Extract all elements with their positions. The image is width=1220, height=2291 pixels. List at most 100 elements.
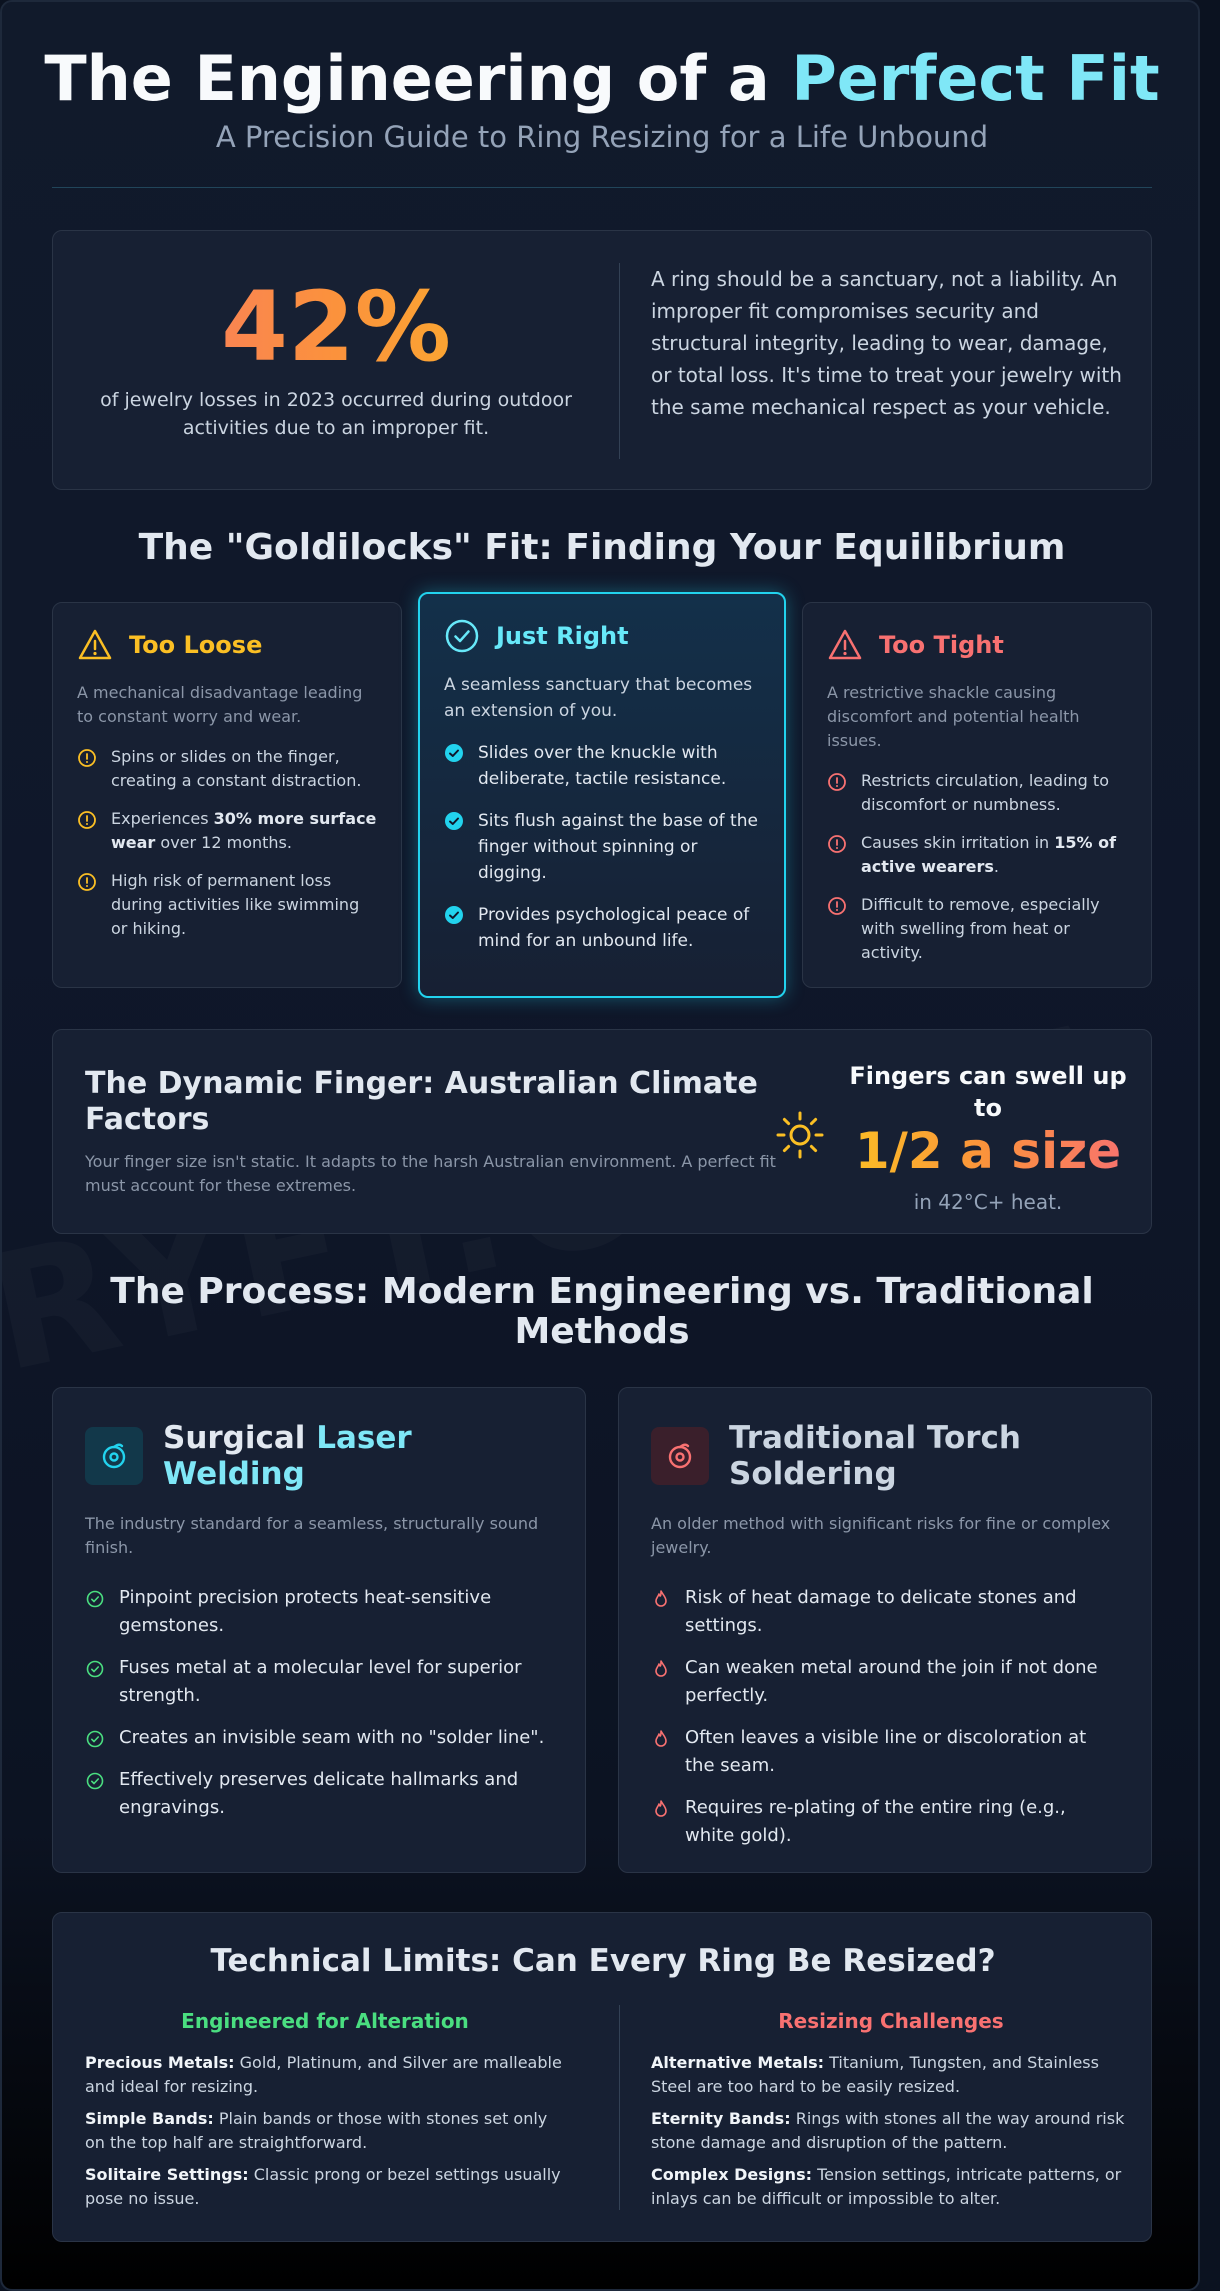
list-item-text: . xyxy=(993,857,999,876)
list-item-text: Sits flush against the base of the finge… xyxy=(478,811,758,883)
method-title-accent: Laser Welding xyxy=(163,1420,412,1492)
flame-icon xyxy=(655,1800,667,1817)
stat-divider xyxy=(619,263,620,459)
method-title-prefix: Surgical xyxy=(163,1420,317,1456)
list-item-text: Causes skin irritation in xyxy=(861,833,1055,852)
climate-panel: The Dynamic Finger: Australian Climate F… xyxy=(52,1029,1152,1234)
list-item: Often leaves a visible line or discolora… xyxy=(651,1724,1119,1780)
alert-circle-icon xyxy=(828,835,846,853)
list-item-text: over 12 months. xyxy=(155,833,292,852)
flame-icon xyxy=(655,1730,667,1747)
title-main: The Engineering of a xyxy=(44,42,792,115)
fit-card-label: Too Loose xyxy=(129,631,263,659)
list-item: Can weaken metal around the join if not … xyxy=(651,1654,1119,1710)
list-item-text: Often leaves a visible line or discolora… xyxy=(685,1727,1087,1776)
flame-icon xyxy=(655,1590,667,1607)
check-circle-filled-icon xyxy=(445,906,463,924)
limits-term: Solitaire Settings: xyxy=(85,2165,249,2184)
limits-row: Solitaire Settings: Classic prong or bez… xyxy=(85,2163,565,2211)
method-title: Surgical Laser Welding xyxy=(163,1420,553,1492)
laser-icon-tile xyxy=(85,1427,143,1485)
list-item: Provides psychological peace of mind for… xyxy=(444,902,760,954)
alert-circle-icon xyxy=(78,749,96,767)
title-accent: Perfect Fit xyxy=(791,42,1160,115)
limits-term: Eternity Bands: xyxy=(651,2109,791,2128)
method-description: An older method with significant risks f… xyxy=(651,1514,1111,1557)
list-item-text: Requires re-plating of the entire ring (… xyxy=(685,1797,1066,1846)
list-item: Experiences 30% more surface wear over 1… xyxy=(77,807,377,855)
alert-circle-icon xyxy=(828,897,846,915)
check-circle-icon xyxy=(86,1730,104,1748)
alert-circle-icon xyxy=(78,873,96,891)
limits-panel: Technical Limits: Can Every Ring Be Resi… xyxy=(52,1912,1152,2242)
swell-label: Fingers can swell up to xyxy=(849,1062,1127,1122)
fit-card-just-right: Just Right A seamless sanctuary that bec… xyxy=(418,592,786,998)
flame-icon xyxy=(655,1660,667,1677)
process-title: The Process: Modern Engineering vs. Trad… xyxy=(110,1271,1094,1352)
list-item: Sits flush against the base of the finge… xyxy=(444,808,760,886)
list-item-text: Fuses metal at a molecular level for sup… xyxy=(119,1657,522,1706)
limits-column-challenges: Resizing Challenges Alternative Metals: … xyxy=(651,2009,1131,2219)
check-circle-filled-icon xyxy=(445,812,463,830)
fit-card-description: A seamless sanctuary that becomes an ext… xyxy=(444,675,753,721)
stat-value: 42% xyxy=(53,271,619,383)
fit-card-description: A mechanical disadvantage leading to con… xyxy=(77,683,363,726)
list-item: Difficult to remove, especially with swe… xyxy=(827,893,1127,965)
list-item-text: Difficult to remove, especially with swe… xyxy=(861,895,1100,962)
list-item-text: Creates an invisible seam with no "solde… xyxy=(119,1727,545,1748)
limits-term: Alternative Metals: xyxy=(651,2053,825,2072)
list-item-text: Experiences xyxy=(111,809,214,828)
torch-target-icon xyxy=(668,1443,692,1469)
list-item: Requires re-plating of the entire ring (… xyxy=(651,1794,1119,1850)
list-item-emphasis: 15% of active wearers xyxy=(861,833,1117,876)
limits-row: Precious Metals: Gold, Platinum, and Sil… xyxy=(85,2051,565,2099)
list-item-text: Pinpoint precision protects heat-sensiti… xyxy=(119,1587,492,1636)
fit-card-label: Just Right xyxy=(496,622,629,650)
limits-term: Simple Bands: xyxy=(85,2109,214,2128)
swell-condition: in 42°C+ heat. xyxy=(913,1190,1063,1214)
list-item-text: Provides psychological peace of mind for… xyxy=(478,905,750,951)
method-card-torch: Traditional Torch Soldering An older met… xyxy=(618,1387,1152,1873)
list-item-text: High risk of permanent loss during activ… xyxy=(111,871,360,938)
check-circle-icon xyxy=(86,1772,104,1790)
list-item: Causes skin irritation in 15% of active … xyxy=(827,831,1127,879)
list-item: High risk of permanent loss during activ… xyxy=(77,869,377,941)
limits-title: Technical Limits: Can Every Ring Be Resi… xyxy=(210,1943,996,1979)
limits-column-heading: Engineered for Alteration xyxy=(181,2009,469,2033)
swell-amount: 1/2 a size xyxy=(843,1122,1133,1180)
stat-panel: 42% of jewelry losses in 2023 occurred d… xyxy=(52,230,1152,490)
limits-row: Alternative Metals: Titanium, Tungsten, … xyxy=(651,2051,1131,2099)
list-item: Creates an invisible seam with no "solde… xyxy=(85,1724,553,1752)
list-item: Risk of heat damage to delicate stones a… xyxy=(651,1584,1119,1640)
stat-caption: of jewelry losses in 2023 occurred durin… xyxy=(100,389,572,439)
limits-text: Tension settings, intricate patterns, or… xyxy=(651,2165,1122,2208)
method-card-laser: Surgical Laser Welding The industry stan… xyxy=(52,1387,586,1873)
list-item-emphasis: 30% more surface wear xyxy=(111,809,377,852)
list-item-text: Can weaken metal around the join if not … xyxy=(685,1657,1098,1706)
torch-icon-tile xyxy=(651,1427,709,1485)
limits-column-heading: Resizing Challenges xyxy=(778,2009,1004,2033)
goldilocks-title: The "Goldilocks" Fit: Finding Your Equil… xyxy=(138,527,1066,568)
fit-card-too-loose: Too Loose A mechanical disadvantage lead… xyxy=(52,602,402,988)
stat-description: A ring should be a sanctuary, not a liab… xyxy=(651,267,1122,419)
limits-term: Complex Designs: xyxy=(651,2165,812,2184)
list-item-text: Restricts circulation, leading to discom… xyxy=(861,771,1109,814)
check-circle-filled-icon xyxy=(445,744,463,762)
method-description: The industry standard for a seamless, st… xyxy=(85,1514,539,1557)
laser-target-icon xyxy=(102,1443,126,1469)
limits-text: Plain bands or those with stones set onl… xyxy=(85,2109,548,2152)
warning-triangle-icon xyxy=(828,629,862,660)
page-subtitle: A Precision Guide to Ring Resizing for a… xyxy=(215,120,989,154)
list-item: Effectively preserves delicate hallmarks… xyxy=(85,1766,553,1822)
list-item-text: Effectively preserves delicate hallmarks… xyxy=(119,1769,519,1818)
limits-term: Precious Metals: xyxy=(85,2053,235,2072)
fit-card-description: A restrictive shackle causing discomfort… xyxy=(827,683,1080,750)
check-circle-icon xyxy=(86,1590,104,1608)
alert-circle-icon xyxy=(78,811,96,829)
limits-row: Eternity Bands: Rings with stones all th… xyxy=(651,2107,1131,2155)
list-item: Slides over the knuckle with deliberate,… xyxy=(444,740,760,792)
fit-card-label: Too Tight xyxy=(879,631,1004,659)
list-item: Pinpoint precision protects heat-sensiti… xyxy=(85,1584,553,1640)
list-item-text: Risk of heat damage to delicate stones a… xyxy=(685,1587,1077,1636)
